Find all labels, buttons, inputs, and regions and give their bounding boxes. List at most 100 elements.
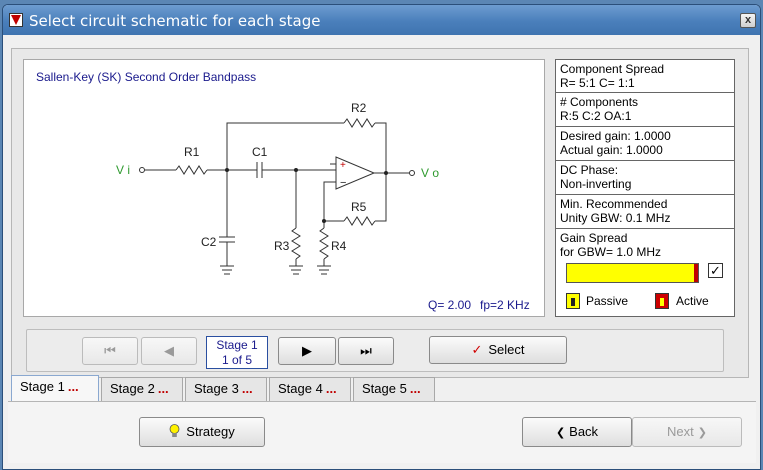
last-stage-button[interactable]: ⏭ <box>338 337 394 365</box>
r5-label: R5 <box>351 200 367 214</box>
dc-phase: DC Phase: Non-inverting <box>556 161 734 195</box>
r3-label: R3 <box>274 239 290 253</box>
next-stage-button[interactable]: ▶ <box>278 337 336 365</box>
component-count-title: # Components <box>560 95 639 109</box>
c1-capacitor <box>256 162 263 178</box>
back-button[interactable]: ❮Back <box>522 417 632 447</box>
vo-label: V o <box>421 166 439 180</box>
active-swatch <box>655 293 669 309</box>
schematic-title: Sallen-Key (SK) Second Order Bandpass <box>36 70 257 84</box>
component-spread-title: Component Spread <box>560 62 665 76</box>
stage-indicator-line1: Stage 1 <box>216 338 258 352</box>
stage-panel: R1 C1 R2 C2 R3 R4 R5 + − V i V o Sallen-… <box>11 48 749 378</box>
tab-label: Stage 2 <box>110 381 155 396</box>
c2-capacitor <box>219 236 235 243</box>
r1-resistor <box>175 165 208 175</box>
r5-resistor <box>343 216 376 226</box>
stage-navigator: ⏮ ◀ Stage 1 1 of 5 ▶ ⏭ ✓ Select <box>26 329 724 372</box>
gain-info: Desired gain: 1.0000 Actual gain: 1.0000 <box>556 127 734 161</box>
tab-dots: ... <box>241 381 253 396</box>
stage-indicator-line2: 1 of 5 <box>221 353 253 367</box>
q-value: Q= 2.00 <box>428 298 472 312</box>
footer-bar: Strategy ❮Back Next❯ <box>8 401 756 463</box>
circuit-diagram: R1 C1 R2 C2 R3 R4 R5 + − V i V o <box>116 101 439 275</box>
opamp-minus-label: − <box>340 177 346 189</box>
passive-label: Passive <box>586 294 629 308</box>
tab-label: Stage 5 <box>362 381 407 396</box>
info-panel: Component Spread R= 5:1 C= 1:1 # Compone… <box>555 59 735 317</box>
tab-stage-5[interactable]: Stage 5... <box>353 377 435 401</box>
desired-gain: Desired gain: 1.0000 <box>560 129 671 143</box>
opamp-plus-label: + <box>340 160 346 171</box>
component-spread: Component Spread R= 5:1 C= 1:1 <box>556 60 734 93</box>
r3-resistor <box>291 227 301 260</box>
vo-terminal <box>409 170 415 176</box>
select-button-label: Select <box>488 342 525 357</box>
window-title: Select circuit schematic for each stage <box>29 12 321 30</box>
chevron-left-icon: ❮ <box>555 427 566 439</box>
active-label: Active <box>676 294 709 308</box>
stage-tabs: Stage 1... Stage 2... Stage 3... Stage 4… <box>11 375 751 401</box>
min-gbw: Min. Recommended Unity GBW: 0.1 MHz <box>556 195 734 229</box>
stage-indicator: Stage 1 1 of 5 <box>206 336 268 369</box>
skip-first-icon: ⏮ <box>104 343 116 358</box>
r4-label: R4 <box>331 239 347 253</box>
play-back-icon: ◀ <box>164 343 174 358</box>
r1-label: R1 <box>184 145 200 159</box>
tab-label: Stage 1 <box>20 379 65 394</box>
gain-spread: Gain Spread for GBW= 1.0 MHz ✓ Passive A… <box>556 229 734 316</box>
dc-phase-title: DC Phase: <box>560 163 619 177</box>
r2-label: R2 <box>351 101 367 115</box>
first-stage-button[interactable]: ⏮ <box>82 337 138 365</box>
opamp <box>335 156 376 190</box>
actual-gain: Actual gain: 1.0000 <box>560 143 663 157</box>
play-forward-icon: ▶ <box>302 343 312 358</box>
prev-stage-button[interactable]: ◀ <box>141 337 197 365</box>
component-count: # Components R:5 C:2 OA:1 <box>556 93 734 127</box>
component-spread-values: R= 5:1 C= 1:1 <box>560 76 635 90</box>
vi-label: V i <box>116 163 130 177</box>
r4-resistor <box>319 227 329 260</box>
tab-dots: ... <box>409 381 421 396</box>
gain-spread-marker <box>694 264 698 282</box>
tab-dots: ... <box>67 379 79 394</box>
tab-label: Stage 4 <box>278 381 323 396</box>
next-label: Next <box>667 424 694 439</box>
select-button[interactable]: ✓ Select <box>429 336 567 364</box>
strategy-button[interactable]: Strategy <box>139 417 265 447</box>
check-icon: ✓ <box>471 342 483 357</box>
tab-stage-4[interactable]: Stage 4... <box>269 377 351 401</box>
tab-stage-3[interactable]: Stage 3... <box>185 377 267 401</box>
vi-terminal <box>139 167 145 173</box>
chevron-right-icon: ❯ <box>697 427 707 439</box>
schematic-view: R1 C1 R2 C2 R3 R4 R5 + − V i V o Sallen-… <box>23 59 545 317</box>
gain-spread-bar <box>566 263 699 283</box>
r2-resistor <box>343 118 376 128</box>
tab-dots: ... <box>325 381 337 396</box>
tab-dots: ... <box>157 381 169 396</box>
back-label: Back <box>569 424 599 439</box>
gain-spread-title: Gain Spread <box>560 231 628 245</box>
c1-label: C1 <box>252 145 268 159</box>
skip-last-icon: ⏭ <box>360 343 372 358</box>
min-gbw-value: Unity GBW: 0.1 MHz <box>560 211 671 225</box>
tab-stage-2[interactable]: Stage 2... <box>101 377 183 401</box>
app-icon <box>9 13 23 27</box>
tab-stage-1[interactable]: Stage 1... <box>11 375 99 401</box>
c2-label: C2 <box>201 235 217 249</box>
component-count-values: R:5 C:2 OA:1 <box>560 109 632 123</box>
min-gbw-title: Min. Recommended <box>560 197 668 211</box>
title-bar: Select circuit schematic for each stage … <box>3 5 760 35</box>
dc-phase-value: Non-inverting <box>560 177 632 191</box>
strategy-label: Strategy <box>186 424 235 439</box>
tab-label: Stage 3 <box>194 381 239 396</box>
lightbulb-icon <box>169 424 180 437</box>
next-button[interactable]: Next❯ <box>632 417 742 447</box>
passive-swatch <box>566 293 580 309</box>
gain-legend: Passive Active <box>560 291 730 311</box>
fp-value: fp=2 KHz <box>480 298 530 312</box>
close-icon[interactable]: x <box>740 13 756 28</box>
dialog-window: Select circuit schematic for each stage … <box>2 4 761 470</box>
gain-spread-checkbox[interactable]: ✓ <box>708 263 723 278</box>
gain-spread-for: for GBW= 1.0 MHz <box>560 245 662 259</box>
